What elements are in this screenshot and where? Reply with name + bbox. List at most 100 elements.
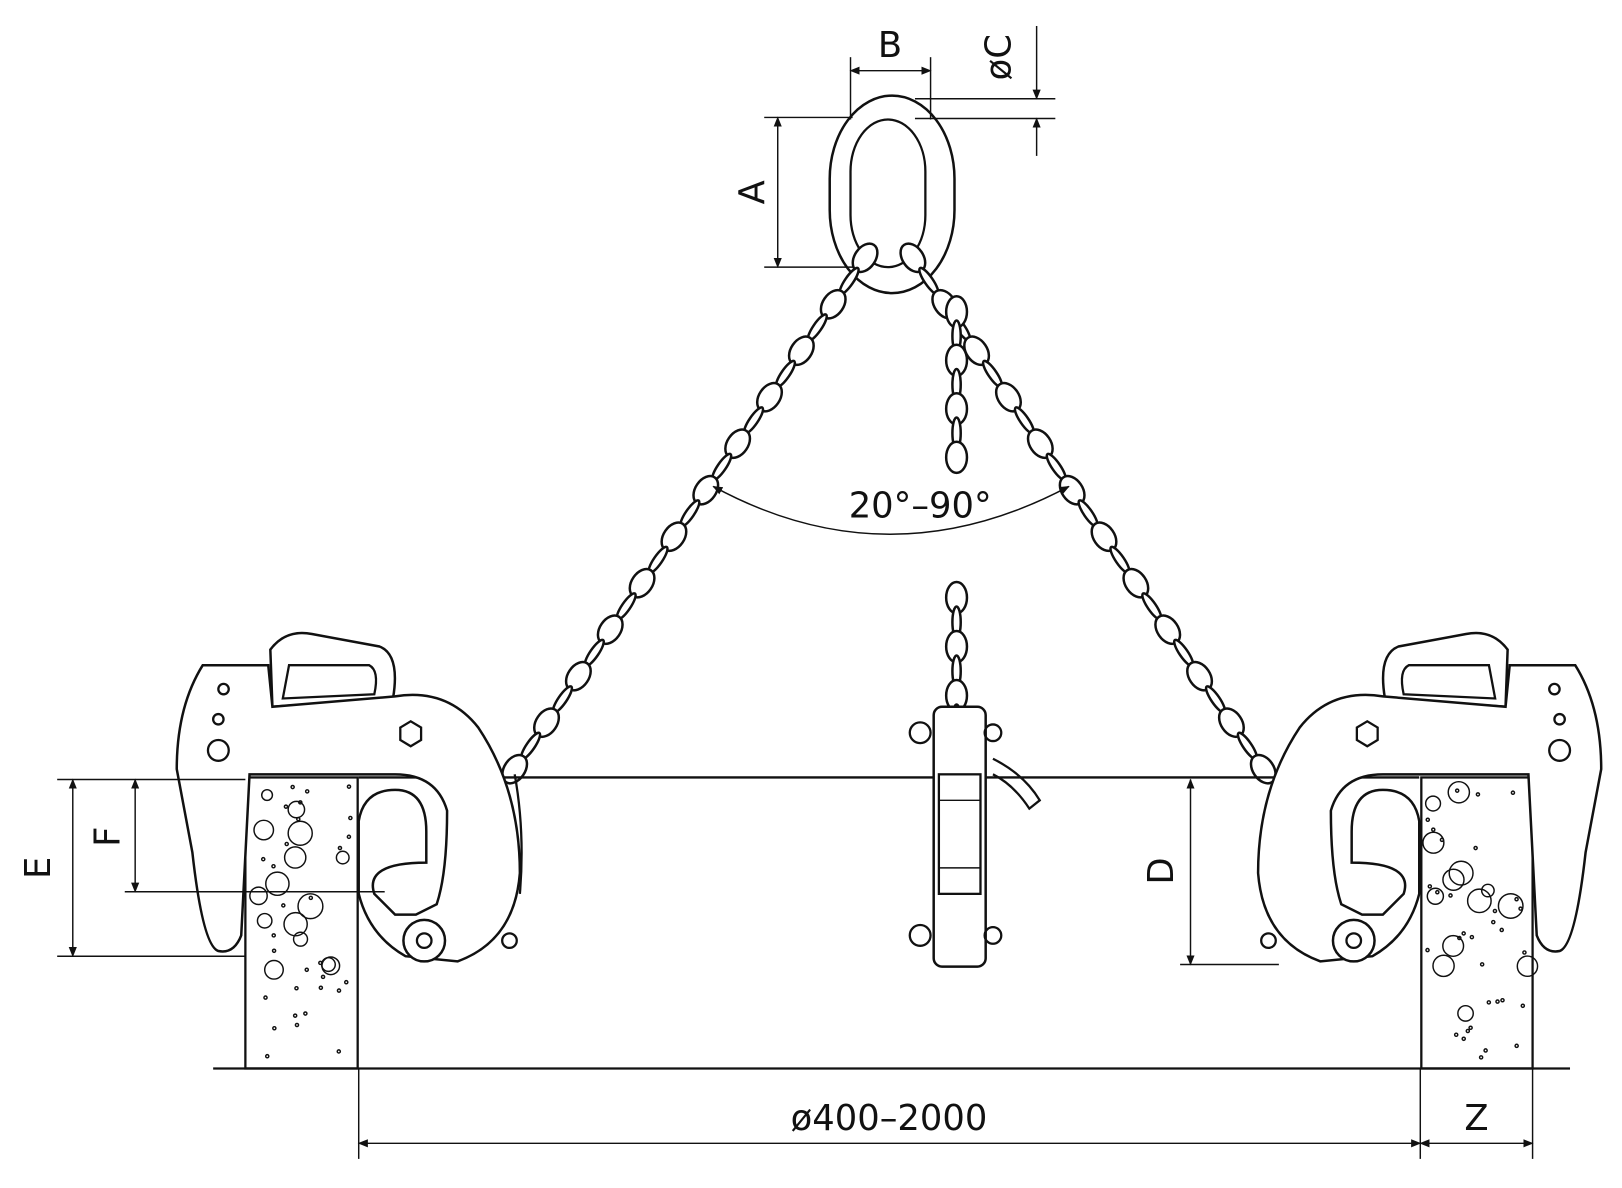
concrete-aggregate — [1442, 934, 1465, 958]
concrete-aggregate — [1510, 790, 1516, 795]
concrete-pipe — [213, 776, 1571, 1070]
dimension-z: Z — [1419, 1098, 1534, 1148]
concrete-aggregate — [1479, 962, 1485, 967]
concrete-aggregate — [1478, 1055, 1484, 1060]
concrete-aggregate — [294, 1022, 300, 1028]
concrete-aggregate — [1500, 997, 1505, 1003]
concrete-aggregate — [1422, 831, 1445, 854]
concrete-aggregate — [1435, 889, 1440, 895]
concrete-aggregate — [1448, 893, 1453, 898]
concrete-aggregate — [346, 784, 352, 789]
concrete-aggregate — [1465, 1028, 1471, 1034]
dimension-f: F — [88, 778, 385, 893]
concrete-aggregate — [1518, 906, 1523, 911]
angle-dimension: 20°–90° — [712, 486, 1070, 535]
concrete-aggregate — [1473, 845, 1478, 851]
right-clamp — [1256, 631, 1603, 963]
concrete-aggregate — [249, 886, 268, 906]
chain-link — [944, 440, 969, 475]
concrete-aggregate — [1483, 1048, 1488, 1053]
concrete-aggregate — [1426, 887, 1445, 906]
concrete-aggregate — [297, 893, 324, 920]
concrete-aggregate — [1520, 1003, 1526, 1009]
concrete-aggregate — [1457, 935, 1462, 941]
concrete-aggregate — [318, 960, 323, 966]
concrete-aggregate — [271, 863, 276, 869]
concrete-aggregate — [283, 846, 307, 869]
concrete-aggregate — [1448, 860, 1474, 886]
left-clamp — [175, 631, 523, 963]
concrete-aggregate — [348, 815, 353, 821]
concrete-aggregate — [1461, 931, 1466, 936]
concrete-aggregate — [1425, 947, 1430, 953]
concrete-aggregate — [336, 1049, 342, 1054]
concrete-aggregate — [1453, 1032, 1459, 1038]
svg-text:A: A — [732, 180, 773, 204]
concrete-aggregate — [1486, 1000, 1492, 1005]
concrete-aggregate — [287, 800, 306, 819]
concrete-aggregate — [308, 895, 314, 901]
concrete-aggregate — [260, 856, 266, 862]
concrete-aggregate — [1425, 817, 1431, 823]
concrete-aggregate — [283, 911, 308, 937]
concrete-aggregate — [1427, 884, 1433, 889]
svg-text:F: F — [88, 827, 129, 847]
concrete-aggregate — [1480, 883, 1495, 898]
concrete-aggregate — [1468, 1025, 1473, 1031]
svg-text:ø400–2000: ø400–2000 — [791, 1098, 988, 1139]
concrete-aggregate — [1447, 780, 1471, 804]
concrete-aggregate — [260, 788, 274, 802]
concrete-aggregate — [1514, 1043, 1519, 1049]
concrete-aggregate — [1454, 788, 1460, 793]
concrete-aggregate — [1492, 908, 1498, 914]
concrete-aggregate — [1466, 888, 1492, 914]
concrete-aggregate — [1514, 896, 1519, 902]
concrete-aggregate — [271, 933, 277, 938]
concrete-aggregate — [1424, 795, 1442, 812]
concrete-aggregate — [283, 804, 289, 809]
concrete-aggregate — [1499, 927, 1505, 933]
svg-text:øC: øC — [979, 34, 1020, 80]
concrete-aggregate — [271, 948, 277, 954]
concrete-aggregate — [337, 845, 343, 851]
concrete-aggregate — [1516, 955, 1539, 978]
concrete-aggregate — [1497, 892, 1524, 919]
concrete-aggregate — [1461, 1036, 1467, 1042]
concrete-aggregate — [320, 956, 336, 973]
concrete-aggregate — [253, 819, 275, 841]
svg-text:D: D — [1141, 857, 1182, 884]
master-link — [828, 94, 956, 295]
concrete-aggregate — [256, 912, 273, 929]
concrete-aggregate — [1475, 792, 1481, 797]
chains — [501, 242, 1277, 786]
concrete-aggregate — [343, 979, 349, 985]
concrete-aggregate — [336, 988, 342, 993]
dimension-a: A — [732, 116, 853, 269]
concrete-aggregate — [304, 789, 310, 794]
concrete-aggregate — [1442, 868, 1465, 892]
concrete-aggregate — [298, 800, 303, 805]
concrete-aggregate — [1522, 950, 1527, 955]
concrete-aggregate — [281, 903, 286, 908]
dimension-c: øC — [914, 25, 1056, 156]
center-clamp-side-view — [908, 705, 1042, 968]
concrete-aggregate — [346, 834, 352, 840]
svg-text:Z: Z — [1464, 1098, 1488, 1139]
angle-label: 20°–90° — [849, 486, 992, 527]
concrete-aggregate — [264, 1053, 270, 1059]
concrete-aggregate — [284, 841, 289, 847]
concrete-aggregate — [265, 871, 290, 897]
svg-text:B: B — [878, 25, 902, 66]
concrete-aggregate — [292, 1013, 298, 1018]
concrete-aggregate — [272, 1025, 277, 1031]
concrete-aggregate — [304, 967, 310, 973]
concrete-aggregate — [263, 995, 268, 1000]
concrete-aggregate — [1431, 827, 1436, 832]
concrete-aggregate — [292, 931, 309, 947]
concrete-aggregate — [303, 1011, 308, 1016]
concrete-aggregate — [1490, 919, 1496, 925]
dimension-d: D — [1141, 778, 1279, 966]
concrete-aggregate — [263, 959, 284, 980]
concrete-aggregate — [320, 974, 326, 980]
